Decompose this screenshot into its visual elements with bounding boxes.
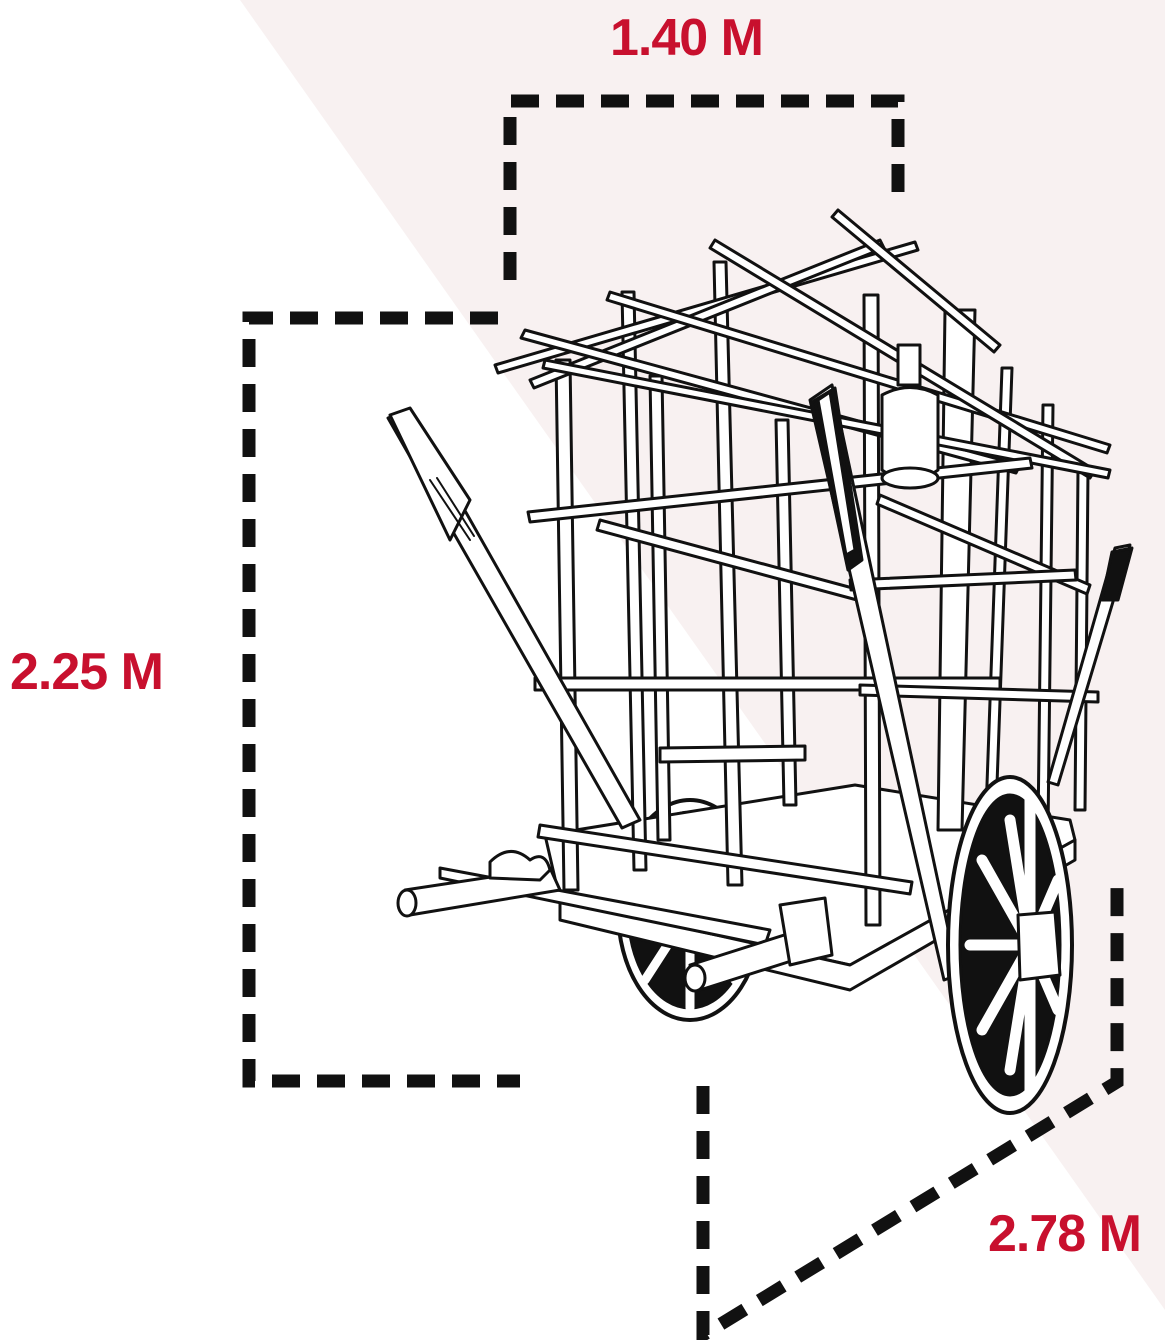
length-dimension-label: 2.78 M xyxy=(988,1205,1142,1263)
dimension-guides xyxy=(242,94,1124,1340)
width-guide xyxy=(503,94,905,280)
lantern-icon xyxy=(880,343,940,490)
front-wheel xyxy=(946,775,1074,1115)
height-dimension-label: 2.25 M xyxy=(10,643,164,701)
backdrop-panel xyxy=(240,0,1165,1310)
cart-icon xyxy=(386,208,1134,1115)
width-dimension-label: 1.40 M xyxy=(610,9,764,67)
front-pole xyxy=(808,383,960,982)
right-pole xyxy=(1046,543,1134,787)
cart-shafts xyxy=(396,850,834,993)
height-guide xyxy=(242,311,520,1088)
left-pole xyxy=(386,406,642,830)
